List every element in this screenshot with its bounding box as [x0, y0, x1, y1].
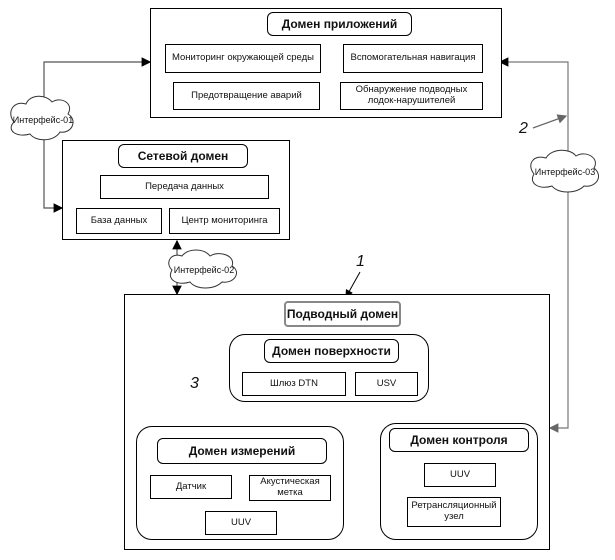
surface-item-usv: USV	[355, 372, 418, 396]
callout-1-arrow	[345, 271, 361, 298]
application-domain-title: Домен приложений	[267, 12, 412, 36]
control-domain-title: Домен контроля	[389, 428, 529, 452]
network-item-data-transfer: Передача данных	[100, 175, 269, 199]
callout-2: 2	[519, 120, 528, 137]
interface-02-label: Интерфейс-02	[173, 265, 235, 276]
interface-03-label: Интерфейс-03	[534, 167, 596, 178]
measurement-item-acoustic-tag: Акустическая метка	[249, 475, 331, 501]
callout-2-arrow	[532, 114, 568, 129]
interface-02-cloud	[168, 249, 237, 289]
network-domain-title: Сетевой домен	[118, 144, 248, 168]
callout-1: 1	[356, 253, 365, 270]
surface-domain-title: Домен поверхности	[264, 339, 399, 363]
network-item-database: База данных	[76, 208, 162, 234]
app-item-accident-prevention: Предотвращение аварий	[173, 82, 320, 110]
surface-item-dtn-gateway: Шлюз DTN	[242, 372, 346, 396]
interface-03-line	[498, 57, 569, 433]
app-item-submarine-detection: Обнаружение подводных лодок-нарушителей	[340, 82, 483, 110]
interface-03-cloud	[530, 149, 599, 193]
measurement-domain-title: Домен измерений	[157, 438, 327, 464]
app-item-environment-monitoring: Мониторинг окружающей среды	[165, 44, 321, 73]
app-item-aux-navigation: Вспомогательная навигация	[343, 44, 483, 73]
interface-01-cloud	[10, 95, 74, 141]
interface-01-label: Интерфейс-01	[12, 115, 74, 126]
callout-3: 3	[190, 375, 199, 392]
network-item-monitoring-center: Центр мониторинга	[169, 208, 280, 234]
underwater-domain-title: Подводный домен	[284, 301, 401, 327]
control-item-uuv: UUV	[424, 463, 496, 487]
control-item-relay-node: Ретрансляционный узел	[407, 497, 501, 527]
measurement-item-sensor: Датчик	[150, 475, 232, 499]
measurement-item-uuv: UUV	[205, 511, 277, 535]
